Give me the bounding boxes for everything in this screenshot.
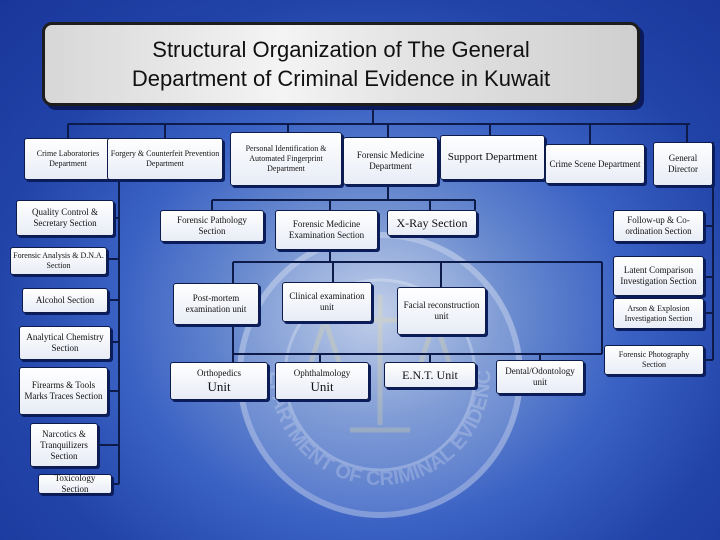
crime-laboratories-department: Crime Laboratories Department [24,138,112,180]
firearms-tools-marks-section: Firearms & Tools Marks Traces Section [19,367,108,415]
facial-reconstruction-unit: Facial reconstruction unit [397,287,486,335]
forensic-pathology-section: Forensic Pathology Section [160,210,264,242]
forgery-department: Forgery & Counterfeit Prevention Departm… [107,138,223,180]
title-line-1: Structural Organization of The General [152,37,530,62]
xray-section: X-Ray Section [387,210,477,236]
dental-odontology-unit: Dental/Odontology unit [496,360,584,394]
forensic-medicine-department: Forensic Medicine Department [343,137,438,185]
general-director: General Director [653,142,713,186]
toxicology-section: Toxicology Section [38,473,112,494]
arson-explosion-section: Arson & Explosion Investigation Section [613,298,704,329]
alcohol-section: Alcohol Section [22,288,108,313]
forensic-medicine-examination-section: Forensic Medicine Examination Section [275,210,378,250]
chart-title-box: Structural Organization of The General D… [42,22,640,106]
forensic-analysis-dna-section: Forensic Analysis & D.N.A. Section [10,247,107,275]
narcotics-tranquilizers-section: Narcotics & Tranquilizers Section [30,423,98,467]
crime-scene-department: Crime Scene Department [545,144,645,184]
title-line-2: Department of Criminal Evidence in Kuwai… [131,66,551,91]
clinical-examination-unit: Clinical examination unit [282,282,372,322]
post-mortem-examination-unit: Post-mortem examination unit [173,283,259,325]
analytical-chemistry-section: Analytical Chemistry Section [19,326,111,360]
quality-control-section: Quality Control & Secretary Section [16,200,114,236]
forensic-photography-section: Forensic Photography Section [604,345,704,375]
ent-unit: E.N.T. Unit [384,362,476,388]
personal-identification-department: Personal Identification & Automated Fing… [230,132,342,186]
latent-comparison-section: Latent Comparison Investigation Section [613,256,704,296]
follow-up-coordination-section: Follow-up & Co-ordination Section [613,210,704,242]
support-department: Support Department [440,135,545,180]
